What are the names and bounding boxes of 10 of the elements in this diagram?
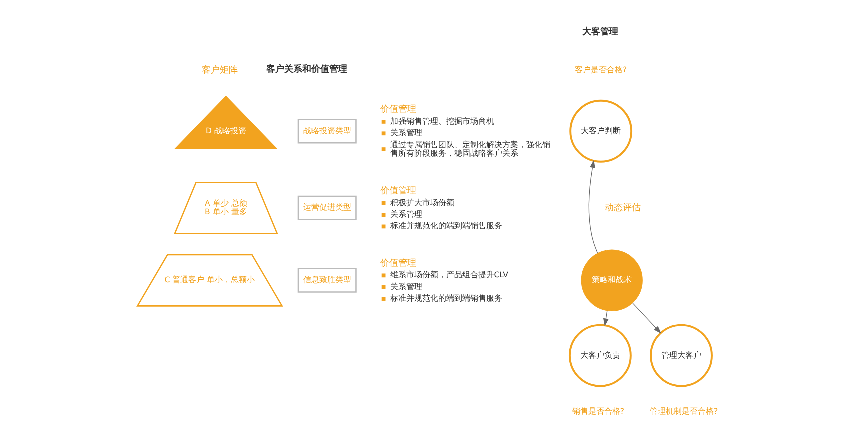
- arrow: [632, 302, 662, 334]
- node-label: 价值管理: [380, 258, 416, 269]
- node-label: 价值管理: [380, 186, 416, 196]
- arrow: [588, 160, 598, 254]
- label: 客户矩阵: [202, 66, 238, 76]
- label: 客户关系和价值管理: [266, 65, 348, 76]
- label: 大客管理: [582, 28, 618, 38]
- label: 动态评估: [604, 204, 640, 214]
- arrow: [602, 310, 608, 326]
- node-label: 价值管理: [380, 105, 416, 116]
